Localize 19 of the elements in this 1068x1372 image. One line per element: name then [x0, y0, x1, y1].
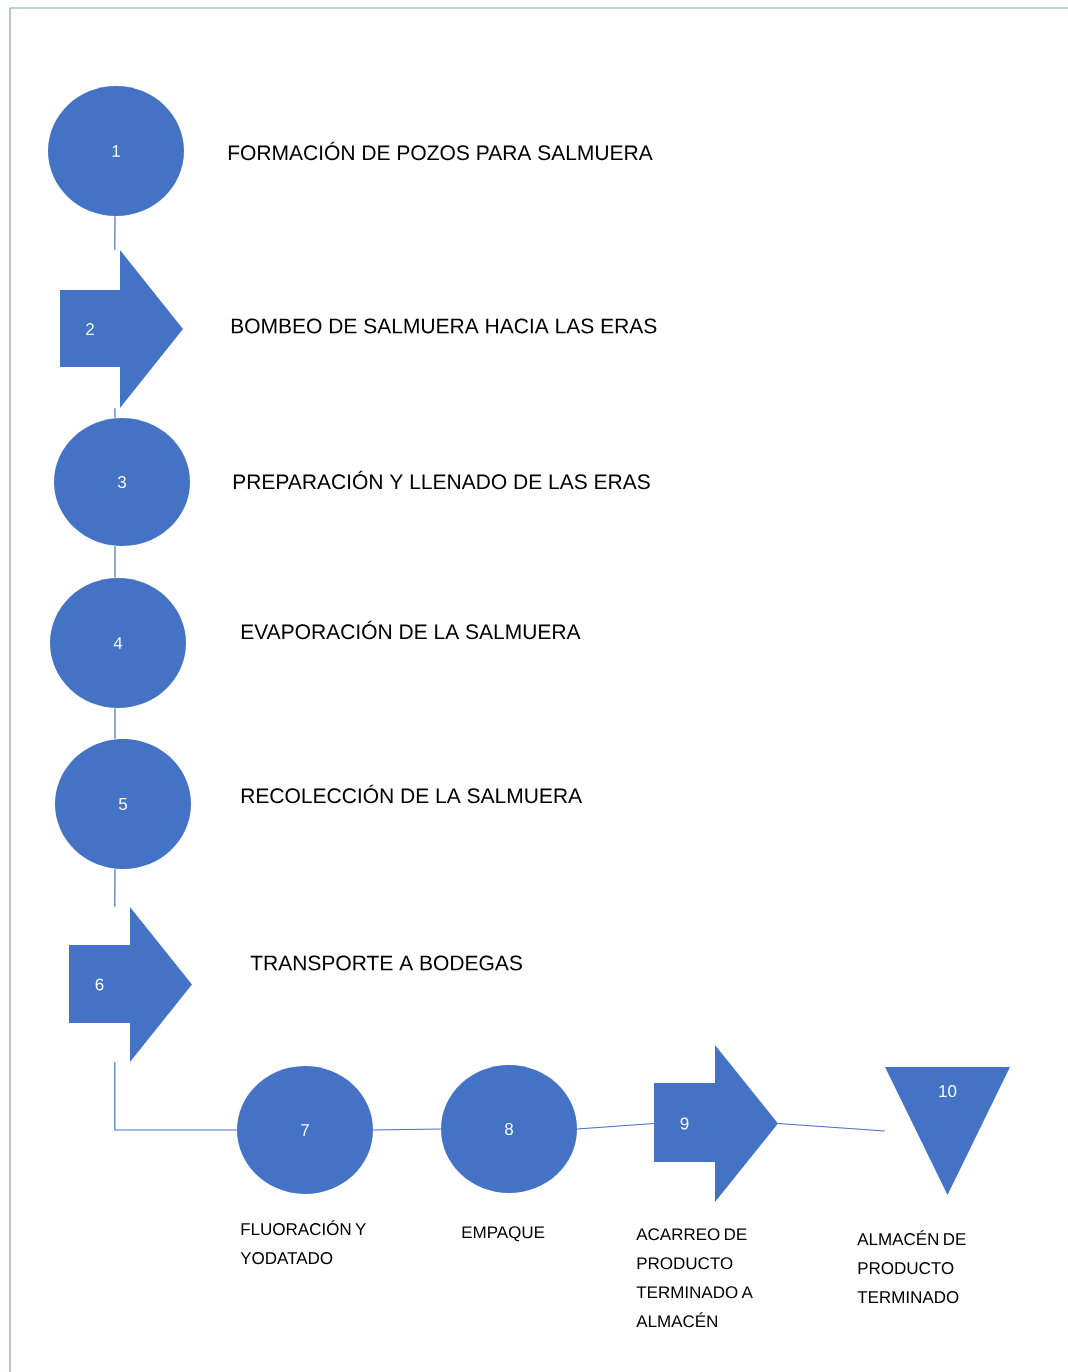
- connector-line: [114, 215, 116, 251]
- step-label: FLUORACIÓN Y YODATADO: [240, 1220, 366, 1265]
- step-label: ALMACÉN DE PRODUCTO TERMINADO: [857, 1230, 966, 1304]
- connector-line: [114, 868, 116, 908]
- connector-line: [114, 407, 116, 419]
- connector-line: [576, 1122, 655, 1130]
- step-label: FORMACIÓN DE POZOS PARA SALMUERA: [228, 141, 653, 161]
- connector-line: [114, 1061, 238, 1131]
- connector-line: [114, 545, 116, 579]
- step-label: RECOLECCIÓN DE LA SALMUERA: [241, 784, 583, 804]
- connector-line: [777, 1122, 886, 1132]
- step-label: TRANSPORTE A BODEGAS: [250, 955, 522, 971]
- connector-line: [372, 1128, 442, 1131]
- step-label: EVAPORACIÓN DE LA SALMUERA: [241, 620, 581, 640]
- connector-line: [114, 707, 116, 740]
- step-label: BOMBEO DE SALMUERA HACIA LAS ERAS: [231, 318, 657, 334]
- step-label: ACARREO DE PRODUCTO TERMINADO A ALMACÉN: [636, 1228, 753, 1328]
- step-label: PREPARACIÓN Y LLENADO DE LAS ERAS: [233, 470, 650, 490]
- step-label: EMPAQUE: [462, 1226, 545, 1242]
